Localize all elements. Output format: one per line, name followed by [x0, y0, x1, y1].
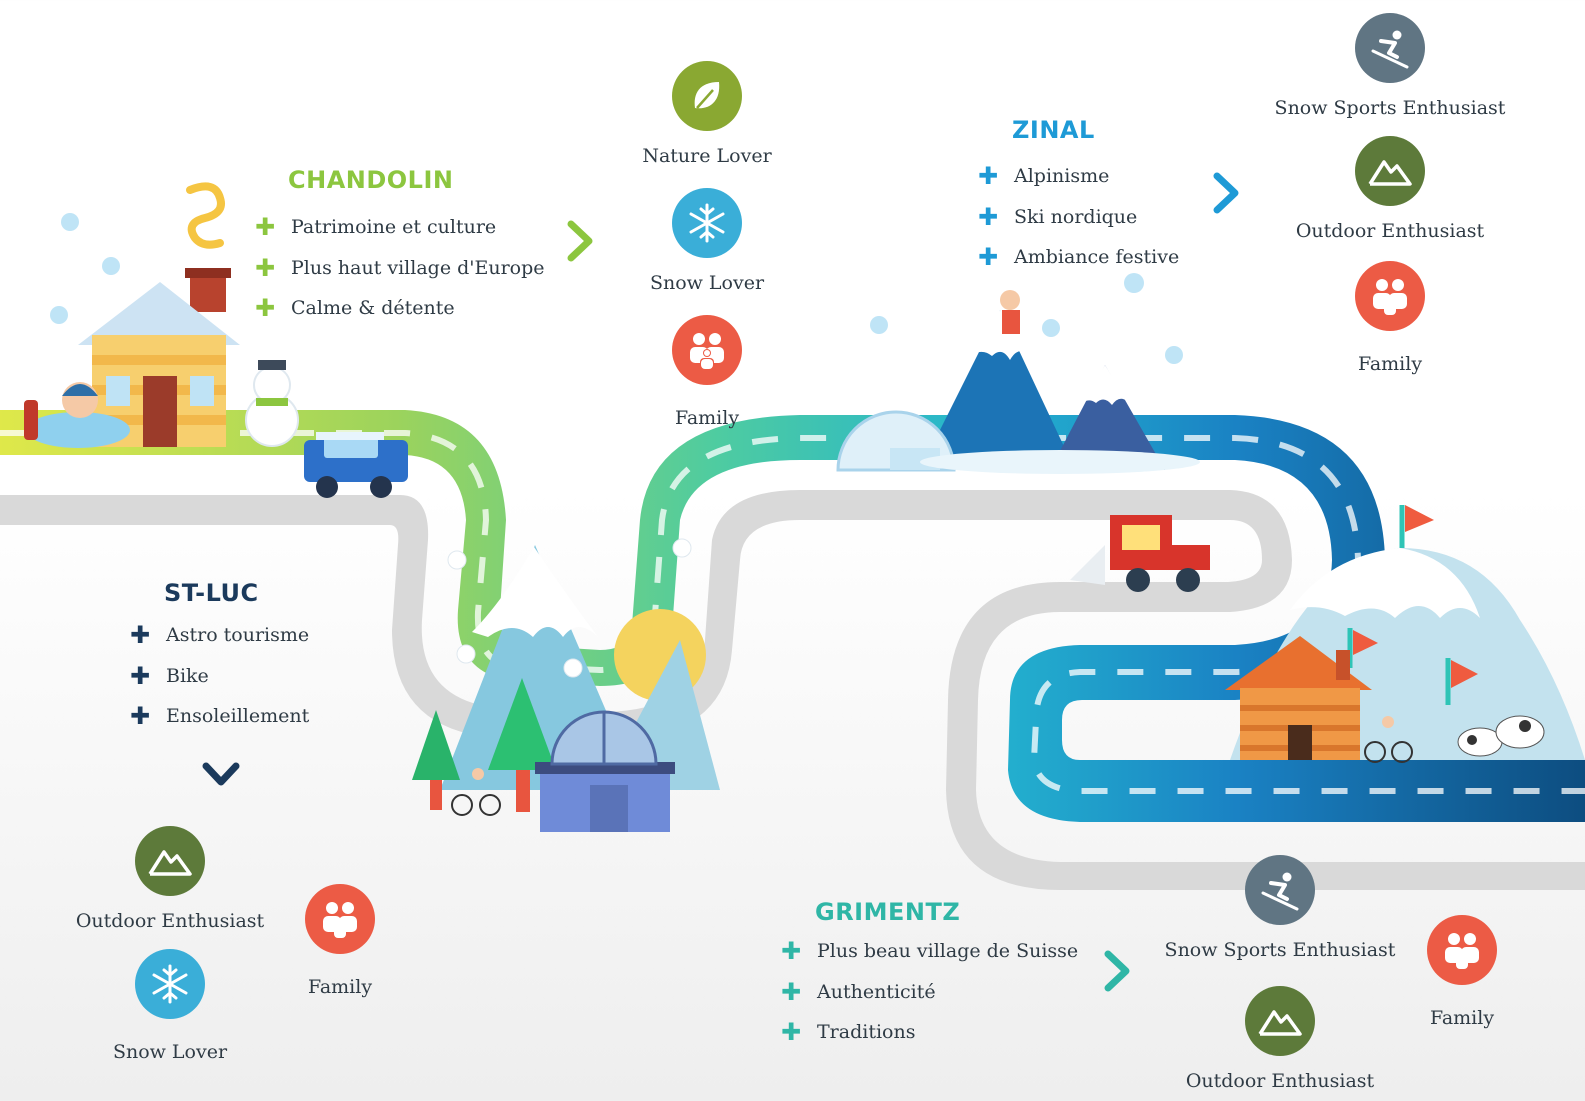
list-item: ✚Calme & détente: [255, 294, 455, 322]
snowflake-icon: [672, 188, 742, 258]
badge-label: Outdoor Enthusiast: [75, 910, 265, 932]
section-title-grimentz: GRIMENTZ: [815, 898, 961, 926]
mountain-icon: [1355, 136, 1425, 206]
section-title-chandolin: CHANDOLIN: [288, 166, 454, 194]
snowplow-illustration: [1070, 515, 1210, 592]
chevron-right-icon: [565, 218, 595, 268]
list-item: ✚Authenticité: [781, 977, 936, 1006]
badge-label: Nature Lover: [642, 145, 772, 167]
mountain-icon: [135, 826, 205, 896]
list-item: ✚Ski nordique: [978, 202, 1138, 231]
badge-label: Family: [1357, 353, 1423, 375]
section-list-stluc: ✚Astro tourisme ✚Bike ✚Ensoleillement: [130, 621, 310, 746]
chalet-illustration: [24, 182, 299, 448]
badge-label: Snow Lover: [649, 272, 765, 294]
badge-family: Family: [1240, 261, 1540, 375]
section-title-zinal: ZINAL: [1012, 116, 1095, 144]
badge-snow-sports-enthusiast: Snow Sports Enthusiast: [1240, 13, 1540, 119]
badge-snow-sports-enthusiast: Snow Sports Enthusiast: [1130, 855, 1430, 961]
family-icon: [672, 315, 742, 385]
leaf-icon: [672, 61, 742, 131]
section-list-grimentz: ✚Plus beau village de Suisse ✚Authentici…: [781, 937, 1079, 1062]
badge-label: Family: [674, 407, 740, 429]
badge-snow-lover: Snow Lover: [557, 188, 857, 294]
grimentz-illustration: [1225, 505, 1585, 763]
section-title-stluc: ST-LUC: [164, 579, 259, 607]
badge-label: Snow Lover: [112, 1041, 228, 1063]
chevron-right-icon: [1102, 948, 1132, 998]
section-list-zinal: ✚Alpinisme ✚Ski nordique ✚Ambiance festi…: [978, 162, 1180, 287]
list-item: ✚Traditions: [781, 1018, 916, 1046]
chevron-down-icon: [200, 760, 242, 794]
list-item: ✚Patrimoine et culture: [255, 213, 497, 241]
badge-label: Family: [307, 976, 373, 998]
skier-icon: [1355, 13, 1425, 83]
badge-label: Snow Sports Enthusiast: [1164, 939, 1396, 961]
list-item: ✚Alpinisme: [978, 162, 1110, 190]
badge-label: Outdoor Enthusiast: [1185, 1070, 1375, 1092]
badge-label: Snow Sports Enthusiast: [1274, 97, 1506, 119]
chevron-right-icon: [1211, 170, 1241, 220]
badge-nature-lover: Nature Lover: [557, 61, 857, 167]
mountain-icon: [1245, 986, 1315, 1056]
snow-dots: [50, 213, 1183, 678]
list-item: ✚Astro tourisme: [130, 621, 310, 649]
family-icon: [305, 884, 375, 954]
badge-outdoor-enthusiast: Outdoor Enthusiast: [1130, 986, 1430, 1092]
list-item: ✚Plus beau village de Suisse: [781, 937, 1079, 965]
list-item: ✚Bike: [130, 661, 209, 690]
skier-icon: [1245, 855, 1315, 925]
badge-family: Family: [1312, 915, 1585, 1029]
badge-family: Family: [190, 884, 490, 998]
observatory-illustration: [412, 545, 720, 832]
badge-family: Family: [557, 315, 857, 429]
car-illustration: [304, 432, 408, 498]
list-item: ✚Plus haut village d'Europe: [255, 253, 545, 282]
badge-snow-lover: Snow Lover: [20, 949, 320, 1063]
badge-label: Outdoor Enthusiast: [1295, 220, 1485, 242]
badge-outdoor-enthusiast: Outdoor Enthusiast: [1240, 136, 1540, 242]
badge-label: Family: [1429, 1007, 1495, 1029]
family-icon: [1427, 915, 1497, 985]
zinal-mountain-illustration: [836, 290, 1200, 474]
family-icon: [1355, 261, 1425, 331]
snowflake-icon: [135, 949, 205, 1019]
list-item: ✚Ensoleillement: [130, 702, 310, 730]
badge-outdoor-enthusiast: Outdoor Enthusiast: [20, 826, 320, 932]
section-list-chandolin: ✚Patrimoine et culture ✚Plus haut villag…: [255, 213, 545, 338]
list-item: ✚Ambiance festive: [978, 243, 1180, 271]
